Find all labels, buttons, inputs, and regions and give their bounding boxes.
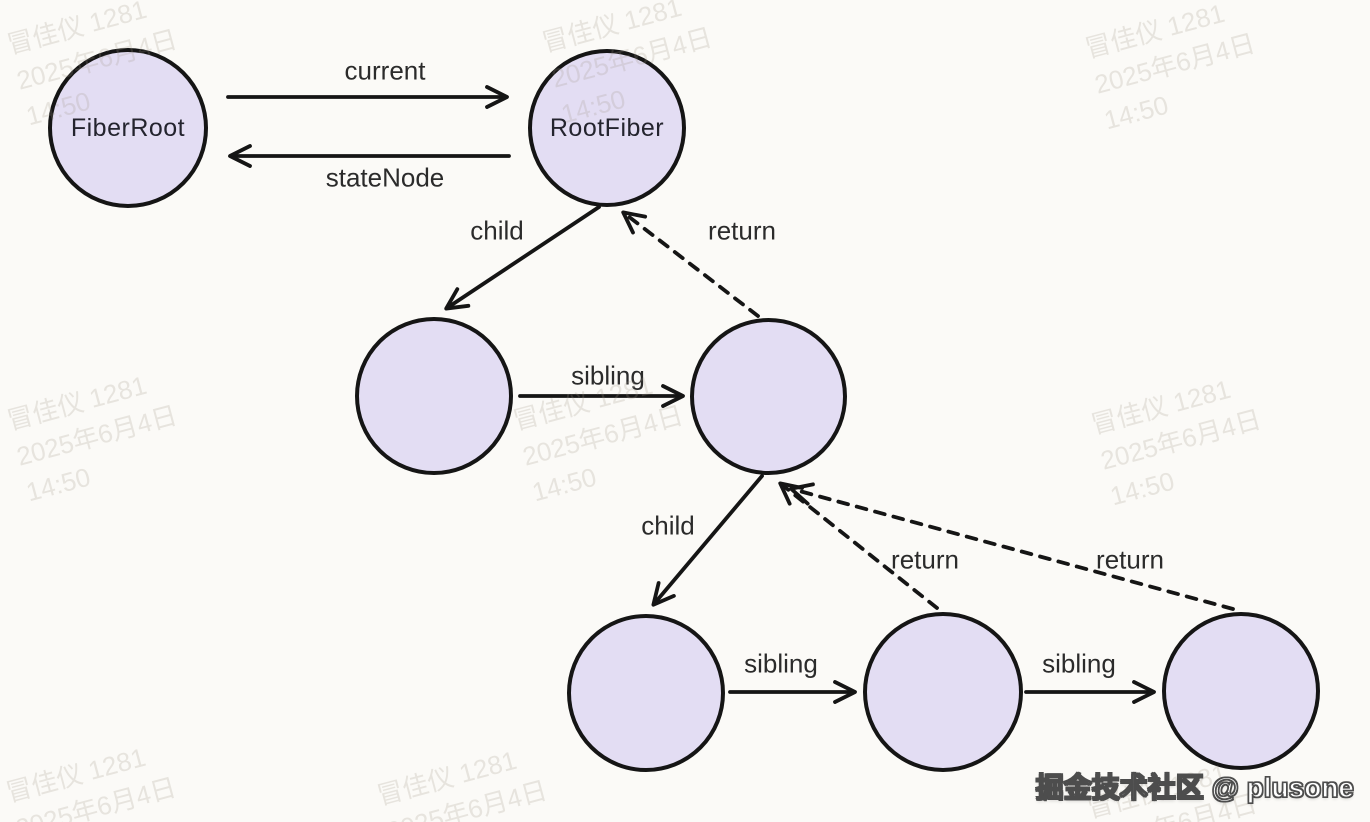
edge-label-return-3: return [1096,544,1164,575]
node-grandchild-c [1162,612,1320,770]
edge-return1-arrow [621,210,760,318]
edge-label-current: current [344,55,426,86]
edge-label-sibling-1: sibling [571,360,645,391]
edge-label-statenode: stateNode [325,162,445,193]
edge-return3-arrow [789,482,1235,611]
edge-label-return-1: return [708,215,776,246]
node-fiber-root: FiberRoot [48,48,208,208]
node-grandchild-b [863,612,1023,772]
edge-child1-arrow [444,205,601,311]
edge-child2-arrow [651,474,764,607]
node-grandchild-a [567,614,725,772]
edge-return2-arrow [778,481,939,610]
edge-label-child-1: child [470,215,524,246]
edge-label-sibling-2: sibling [744,648,818,679]
node-root-fiber: RootFiber [528,49,686,207]
juejin-credit: 掘金技术社区 @ plusone [1035,771,1355,803]
edge-label-return-2: return [891,544,959,575]
edge-label-child-2: child [641,510,695,541]
edge-label-sibling-3: sibling [1042,648,1116,679]
node-child-b [690,318,847,475]
node-fiber-root-label: FiberRoot [70,113,186,142]
node-root-fiber-label: RootFiber [549,113,665,142]
node-child-a [355,317,513,475]
